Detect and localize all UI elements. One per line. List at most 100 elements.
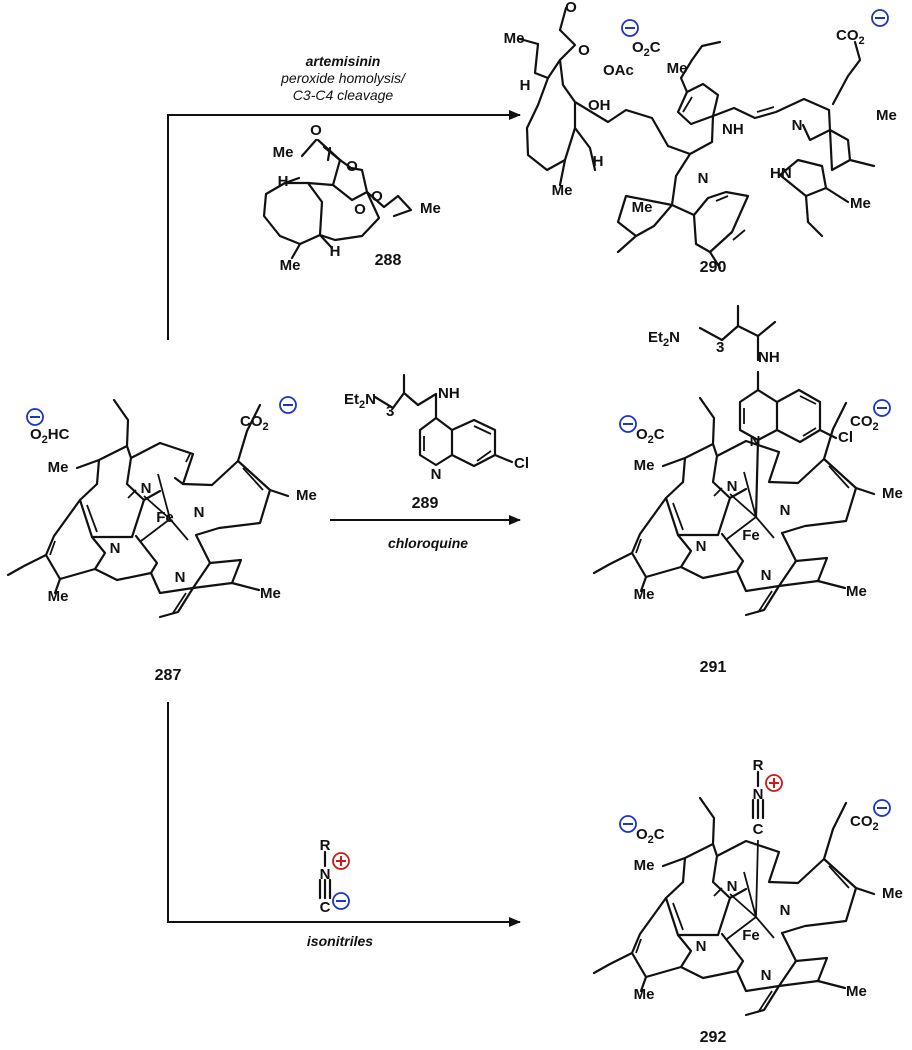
atom-label: N (750, 433, 761, 450)
atom-label: 3 (716, 339, 724, 356)
top-arrow (167, 110, 521, 340)
positive-charge-icon (332, 852, 350, 870)
atom-label: O (354, 201, 366, 218)
atom-label: Me (280, 257, 301, 274)
atom-label: R (320, 837, 331, 854)
atom-label: N (431, 466, 442, 483)
atom-label: N (696, 538, 707, 555)
compound-label-287: 287 (155, 667, 182, 684)
artemisinin-label: artemisinin (306, 53, 381, 69)
atom-label: N (141, 480, 152, 497)
atom-label: Me (876, 107, 897, 124)
atom-label: Cl (838, 429, 853, 446)
atom-label: Me (552, 182, 573, 199)
atom-label: NH (758, 349, 780, 366)
condition-line-1: peroxide homolysis/ (280, 70, 407, 86)
negative-charge-icon (621, 19, 639, 37)
atom-label: Me (846, 583, 867, 600)
atom-label: N (761, 967, 772, 984)
atom-label: Me (634, 857, 655, 874)
atom-label: N (696, 938, 707, 955)
atom-label: O2HC (30, 426, 70, 446)
atom-label: Me (48, 459, 69, 476)
atom-label: NH (722, 121, 744, 138)
atom-label: Me (634, 986, 655, 1003)
atom-label: 3 (386, 403, 394, 420)
atom-label: N (194, 504, 205, 521)
atom-label: H (278, 173, 289, 190)
structure-292: R N C N N N N Fe Me Me Me Me O2C CO2 (592, 757, 903, 1017)
atom-label: Me (846, 983, 867, 1000)
atom-label: Me (882, 485, 903, 502)
negative-charge-icon (873, 399, 891, 417)
atom-label: Fe (742, 527, 760, 544)
atom-label: Me (420, 200, 441, 217)
atom-label: C (320, 899, 331, 916)
atom-label: Me (634, 457, 655, 474)
atom-label: Me (504, 30, 525, 47)
atom-label: Fe (742, 927, 760, 944)
atom-label: O (565, 0, 577, 16)
chloroquine-label: chloroquine (388, 535, 468, 551)
atom-label: NH (438, 385, 460, 402)
atom-label: C (753, 821, 764, 838)
isonitriles-label: isonitriles (307, 933, 373, 949)
compound-label-289: 289 (412, 495, 439, 512)
atom-label: CO2 (240, 413, 269, 433)
atom-label: Et2N (648, 329, 680, 349)
atom-label: HN (770, 165, 792, 182)
top-conditions: artemisinin peroxide homolysis/ C3-C4 cl… (280, 53, 407, 103)
negative-charge-icon (873, 799, 891, 817)
atom-label: O (371, 188, 383, 205)
negative-charge-icon (619, 815, 637, 833)
atom-label: N (175, 569, 186, 586)
structure-288: O O O O H H Me Me Me (262, 122, 441, 274)
isonitrile-reagent: R N C (318, 837, 350, 916)
atom-label: N (753, 786, 764, 803)
atom-label: OH (588, 97, 611, 114)
atom-label: Me (634, 586, 655, 603)
reaction-arrows (167, 110, 521, 927)
atom-label: O (346, 158, 358, 175)
condition-line-2: C3-C4 cleavage (293, 87, 394, 103)
atom-label: CO2 (850, 813, 879, 833)
atom-label: N (727, 478, 738, 495)
atom-label: N (780, 502, 791, 519)
atom-label: N (727, 878, 738, 895)
atom-label: CO2 (836, 27, 865, 47)
atom-label: R (753, 757, 764, 774)
atom-label: N (761, 567, 772, 584)
bottom-arrow (167, 702, 521, 927)
atom-label: N (698, 170, 709, 187)
negative-charge-icon (332, 892, 350, 910)
atom-label: OAc (603, 62, 634, 79)
atom-label: Cl (514, 455, 529, 472)
negative-charge-icon (279, 396, 297, 414)
atom-label: H (330, 243, 341, 260)
atom-label: Me (273, 144, 294, 161)
atom-label: O (310, 122, 322, 139)
atom-label: Me (667, 60, 688, 77)
compound-label-288: 288 (375, 252, 402, 269)
compound-label-291: 291 (700, 659, 727, 676)
atom-label: N (320, 866, 331, 883)
atom-label: Me (260, 585, 281, 602)
atom-label: H (593, 153, 604, 170)
atom-label: Fe (156, 509, 174, 526)
atom-label: N (792, 117, 803, 134)
negative-charge-icon (26, 408, 44, 426)
compound-label-292: 292 (700, 1029, 727, 1046)
compound-label-290: 290 (700, 259, 727, 276)
negative-charge-icon (619, 415, 637, 433)
atom-label: O2C (632, 39, 661, 59)
atom-label: Me (296, 487, 317, 504)
structure-291: N NH Cl Et2N 3 N N N N Fe Me Me Me Me O2… (592, 304, 903, 617)
atom-label: Me (882, 885, 903, 902)
atom-label: Me (632, 199, 653, 216)
atom-label: Me (850, 195, 871, 212)
atom-label: H (520, 77, 531, 94)
structure-290: O O OAc OH H H Me Me NH N N HN Me Me Me … (504, 0, 897, 270)
atom-label: CO2 (850, 413, 879, 433)
atom-label: N (110, 540, 121, 557)
